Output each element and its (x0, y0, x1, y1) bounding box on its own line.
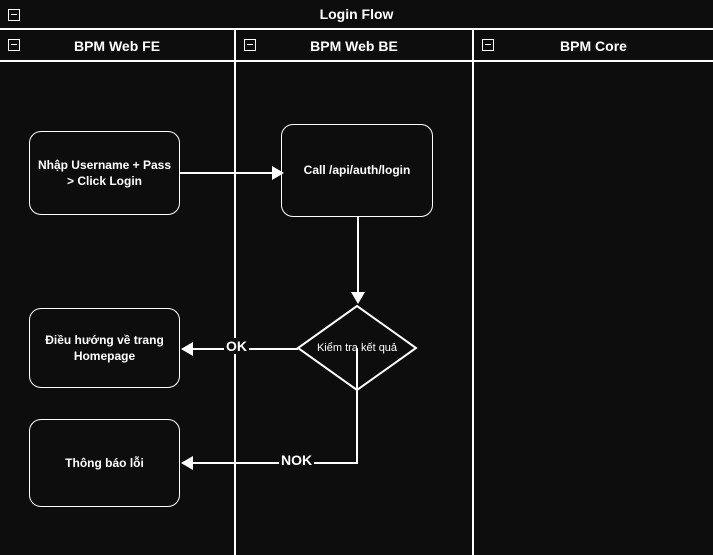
lane-bpm-web-fe: BPM Web FE (0, 30, 236, 555)
edge-label-nok: NOK (279, 452, 315, 468)
edge-line-input-to-call (180, 172, 273, 174)
lane-header-bpm-web-be: BPM Web BE (236, 30, 472, 62)
lane-bpm-web-be: BPM Web BE (236, 30, 474, 555)
edge-line-check-down-nok (356, 348, 358, 463)
node-label-redirect-home: Điều hướng về trang Homepage (45, 332, 164, 363)
collapse-minus-icon[interactable] (8, 39, 20, 51)
edge-line-nok-to-error (188, 462, 358, 464)
lane-bpm-core: BPM Core (474, 30, 713, 555)
node-call-api[interactable]: Call /api/auth/login (281, 124, 433, 217)
node-redirect-home[interactable]: Điều hướng về trang Homepage (29, 308, 180, 388)
node-show-error[interactable]: Thông báo lỗi (29, 419, 180, 507)
node-label-call-api: Call /api/auth/login (303, 163, 411, 178)
node-label-check-result: Kiểm tra kết quả (316, 342, 398, 354)
diamond-shape-icon (296, 304, 418, 392)
node-label-input-login: Nhập Username + Pass > Click Login (37, 157, 172, 188)
edge-label-ok: OK (224, 338, 249, 354)
node-label-show-error: Thông báo lỗi (65, 455, 144, 470)
collapse-minus-icon[interactable] (482, 39, 494, 51)
node-input-login[interactable]: Nhập Username + Pass > Click Login (29, 131, 180, 215)
edge-arrow-check-to-home (181, 342, 193, 356)
diagram-title-bar: Login Flow (0, 0, 713, 30)
edge-arrow-nok-to-error (181, 456, 193, 470)
collapse-minus-icon[interactable] (244, 39, 256, 51)
edge-line-call-to-check (357, 217, 359, 295)
page-title: Login Flow (319, 6, 394, 22)
lane-header-bpm-web-fe: BPM Web FE (0, 30, 234, 62)
lane-header-bpm-core: BPM Core (474, 30, 713, 62)
node-check-result[interactable]: Kiểm tra kết quả (296, 304, 418, 392)
collapse-minus-icon[interactable] (8, 9, 20, 21)
edge-arrow-call-to-check (351, 292, 365, 304)
